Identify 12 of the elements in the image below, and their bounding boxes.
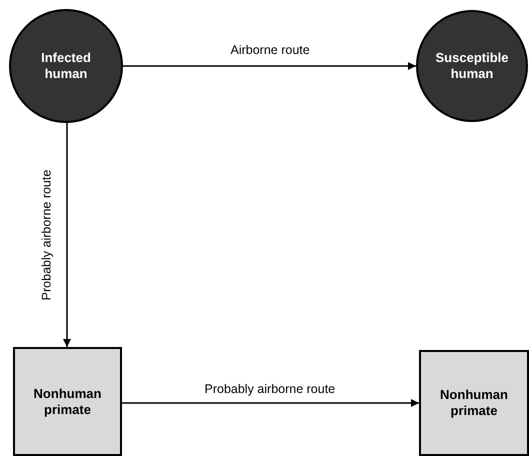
edge-label: Probably airborne route — [202, 382, 338, 396]
node-label: Susceptible human — [434, 50, 510, 82]
node-label: Nonhuman primate — [439, 387, 509, 419]
host-box — [419, 350, 529, 456]
edge-label: Probably airborne route — [38, 168, 53, 302]
arrow — [123, 62, 416, 70]
host-box — [13, 347, 122, 456]
edge-label: Airborne route — [228, 43, 312, 57]
arrow — [122, 399, 419, 407]
node-label: Infected human — [40, 50, 92, 82]
node-label: Nonhuman primate — [32, 386, 102, 418]
arrow — [63, 123, 71, 347]
